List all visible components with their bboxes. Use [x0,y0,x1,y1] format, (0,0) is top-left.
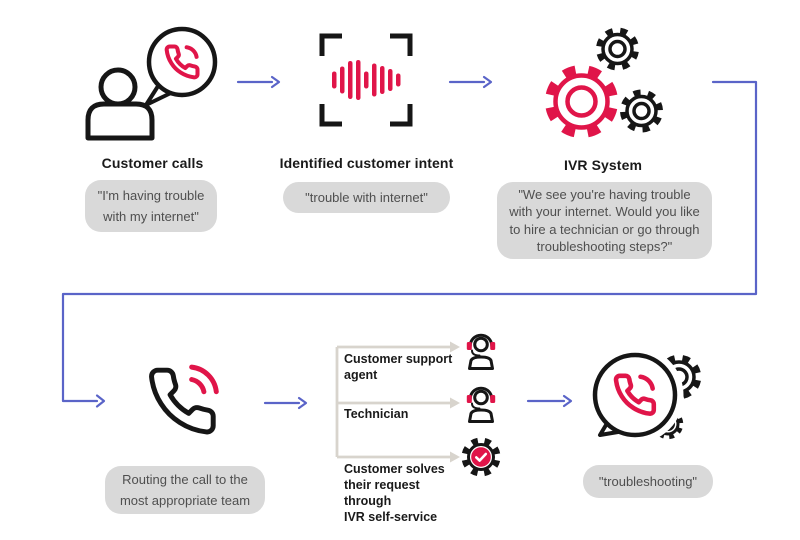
branch-label-line: Customer solves [344,462,445,476]
routing-bubble: Routing the call to the most appropriate… [105,466,265,514]
arrow-step2 [448,75,493,89]
arrow-step1 [236,75,281,89]
bubble-line: "We see you're having trouble [518,186,691,202]
speech-quote-bubble: "We see you're having trouble with your … [497,182,712,259]
bubble-line: "I'm having trouble [97,188,205,203]
large-red-gear-icon [545,65,618,138]
branch-label-line: Customer support [344,352,453,366]
branch-label-line: agent [344,368,378,382]
branch-label-line: Technician [344,407,409,421]
medium-gear-icon [620,89,663,133]
speech-quote-bubble: "I'm having trouble with my internet" [85,180,217,232]
bubble-line: Routing the call to the [122,472,248,487]
branch-label-line: their request through [344,478,420,508]
support-agent-headset-icon [466,333,496,370]
scan-brackets-icon [319,33,413,127]
person-with-phone-speech-bubble-icon [85,26,218,141]
phone-icon [164,44,200,80]
small-gear-icon [596,27,639,71]
signal-wave-icon [189,377,207,395]
signal-wave-icon [189,364,219,395]
step-title: Customer calls [101,155,204,171]
loop-connector [61,80,758,408]
gears-icon [545,27,663,138]
bubble-line: with your internet. Would you like [509,204,700,219]
branch-fork-lines [335,341,460,463]
branch-label-line: IVR self-service [344,510,438,524]
bubble-line: most appropriate team [119,493,251,508]
branch-label: Customer support agent [344,351,454,383]
result-bubble: "troubleshooting" [583,465,713,498]
phone-call-icon [149,364,219,435]
bubble-line: "trouble with internet" [305,189,428,205]
speech-bubble-phone-gears-icon [586,346,702,444]
arrow-step3 [263,396,308,410]
phone-icon [613,373,657,416]
branch-label: Customer solves their request through IV… [344,461,469,525]
bubble-line: "troubleshooting" [598,473,698,489]
bubble-line: troubleshooting steps?" [536,239,673,254]
bubble-line: with my internet" [103,209,199,224]
checkmark-icon [475,452,488,462]
speech-quote-bubble: "trouble with internet" [283,182,450,213]
bubble-line: to hire a technician or go through [509,221,700,237]
voice-waveform-scan-icon [319,33,413,127]
technician-headset-icon [466,386,496,423]
waveform-bars-icon [332,60,401,100]
gear-checkmark-icon [461,437,501,477]
arrow-step4 [526,394,573,408]
branch-label: Technician [344,406,454,422]
step-title: IVR System [563,157,643,173]
step-title: Identified customer intent [279,155,454,171]
